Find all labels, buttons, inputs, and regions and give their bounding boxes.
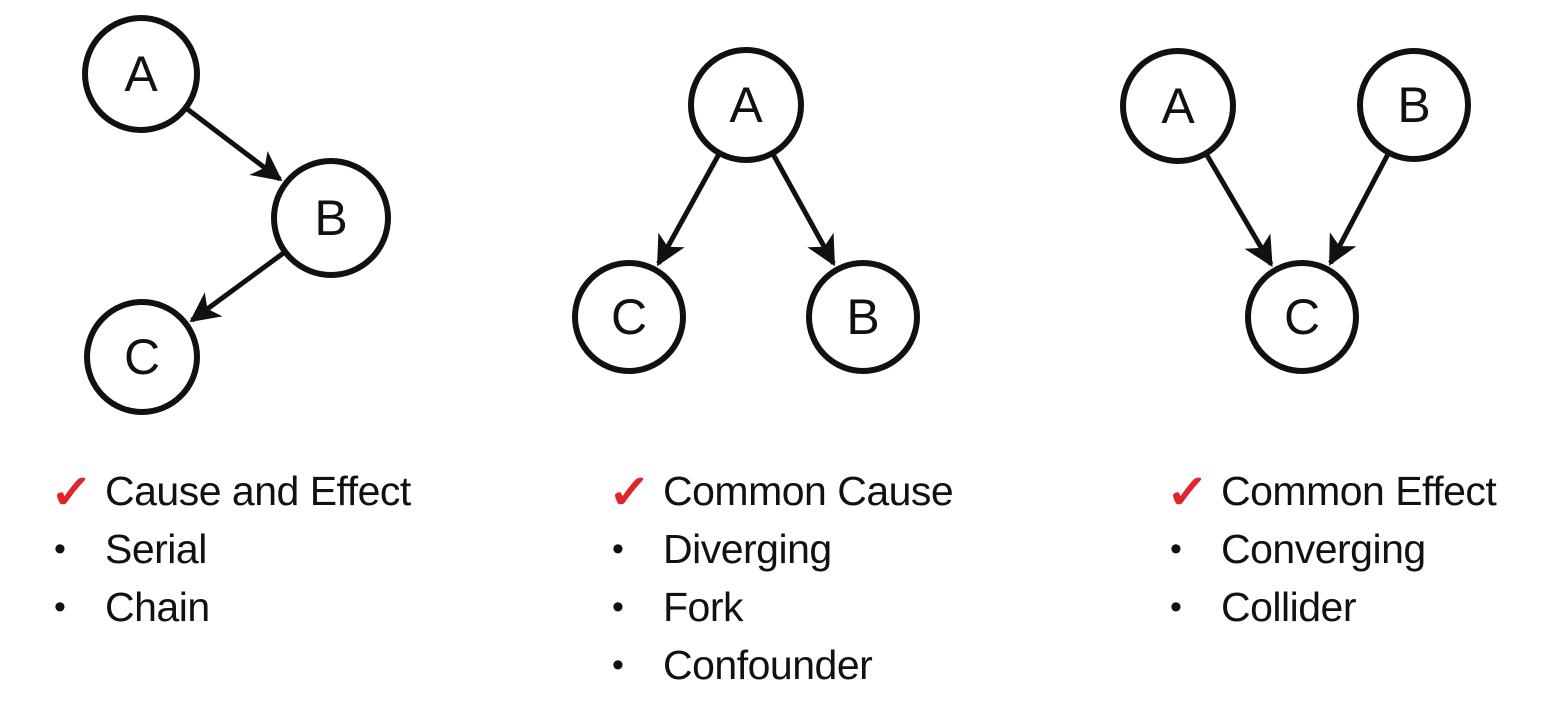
node-label-collider-C: C: [1284, 289, 1320, 345]
list-item-label: Chain: [105, 583, 210, 630]
list-item: • Chain: [50, 578, 411, 636]
bullet-icon: •: [612, 530, 624, 568]
node-label-chain-B: B: [314, 190, 347, 246]
bullet-icon: •: [54, 530, 66, 568]
list-item-label: Collider: [1221, 583, 1357, 630]
edge-A-to-B: [185, 107, 283, 182]
check-icon: ✓: [608, 464, 652, 518]
list-item: ✓Common Effect: [1166, 462, 1497, 520]
node-label-fork-C: C: [611, 289, 647, 345]
pattern-list-fork: ✓Common Cause • Diverging • Fork • Confounder: [608, 462, 954, 694]
edge-A-to-B: [771, 153, 836, 267]
list-item: • Collider: [1166, 578, 1496, 636]
list-item-label: Fork: [663, 583, 744, 630]
list-item-label: Diverging: [663, 525, 832, 572]
pattern-list-chain: ✓Cause and Effect • Serial • Chain: [50, 462, 411, 636]
node-circle-chain-A: [82, 15, 200, 133]
bullet-icon: •: [1170, 530, 1182, 568]
node-circle-fork-C: [572, 260, 686, 374]
node-circle-fork-A: [688, 47, 804, 163]
edge-B-to-C: [1328, 153, 1391, 266]
edge-A-to-C: [656, 153, 721, 267]
diagram-fork: A C B: [572, 47, 920, 374]
list-item: • Confounder: [608, 636, 953, 694]
list-item-label: Common Effect: [1221, 467, 1497, 514]
list-item: ✓Common Cause: [608, 462, 954, 520]
list-item: • Fork: [608, 578, 953, 636]
node-label-fork-A: A: [729, 77, 763, 133]
list-item-label: Common Cause: [663, 467, 954, 514]
list-item-label: Converging: [1221, 525, 1426, 572]
edge-A-to-C: [1204, 153, 1274, 267]
node-label-chain-A: A: [124, 46, 158, 102]
check-icon: ✓: [1166, 464, 1210, 518]
check-icon: ✓: [50, 464, 94, 518]
bullet-icon: •: [612, 646, 624, 684]
pattern-list-collider: ✓Common Effect • Converging • Collider: [1166, 462, 1497, 636]
list-item: • Serial: [50, 520, 411, 578]
list-item-label: Confounder: [663, 641, 873, 688]
diagram-chain: A B C: [82, 15, 391, 415]
node-label-collider-A: A: [1161, 78, 1195, 134]
bullet-icon: •: [1170, 588, 1182, 626]
bullet-icon: •: [612, 588, 624, 626]
node-circle-fork-B: [806, 260, 920, 374]
node-circle-collider-B: [1357, 48, 1471, 162]
list-item: ✓Cause and Effect: [50, 462, 411, 520]
node-label-fork-B: B: [846, 289, 879, 345]
list-item-label: Cause and Effect: [105, 467, 411, 514]
bullet-icon: •: [54, 588, 66, 626]
node-label-chain-C: C: [124, 329, 160, 385]
node-circle-chain-B: [271, 158, 391, 278]
diagram-collider: A B C: [1120, 48, 1471, 374]
node-label-collider-B: B: [1397, 77, 1430, 133]
list-item: • Converging: [1166, 520, 1496, 578]
node-circle-collider-A: [1120, 48, 1236, 164]
diagram-canvas: A B C A C B A B C: [82, 15, 1471, 415]
list-item: • Diverging: [608, 520, 953, 578]
node-circle-collider-C: [1245, 260, 1359, 374]
list-item-label: Serial: [105, 525, 207, 572]
edge-B-to-C: [189, 250, 285, 323]
node-circle-chain-C: [84, 299, 200, 415]
